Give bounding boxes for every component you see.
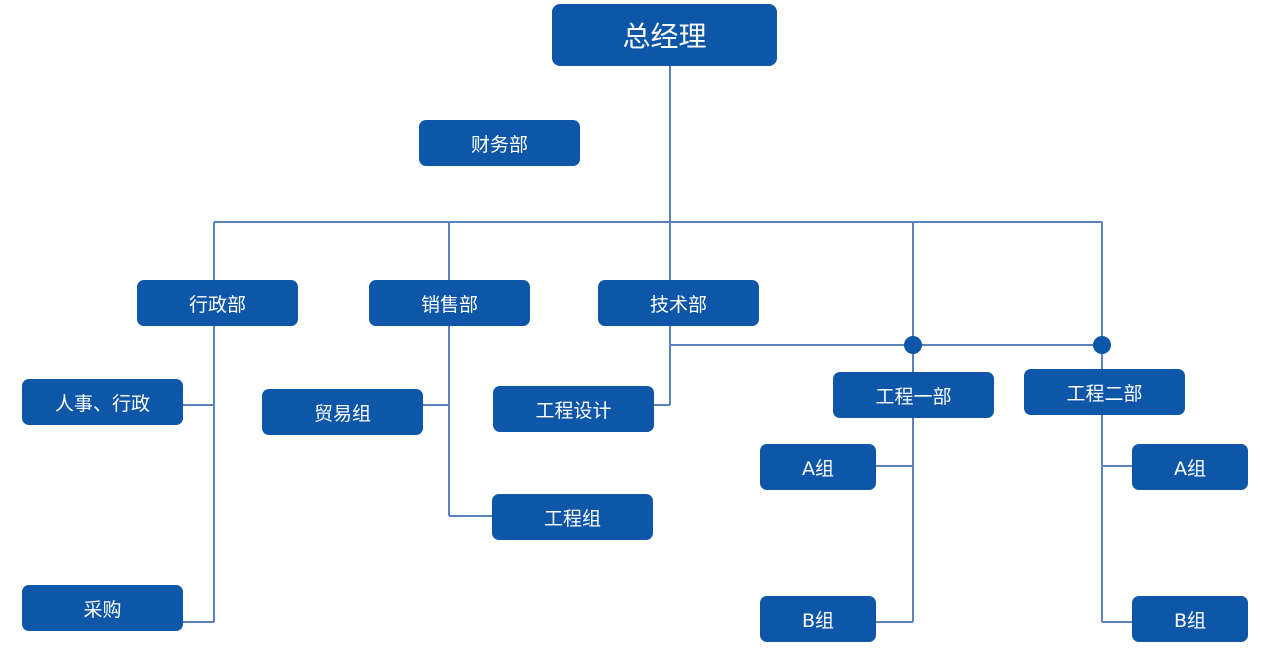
node-hr-admin: 人事、行政 — [22, 379, 183, 425]
node-dept2-group-b: B组 — [1132, 596, 1248, 642]
node-dept1-group-a: A组 — [760, 444, 876, 490]
node-sales: 销售部 — [369, 280, 530, 326]
junction-dot — [1093, 336, 1111, 354]
node-eng-design: 工程设计 — [493, 386, 654, 432]
node-purchase: 采购 — [22, 585, 183, 631]
node-dept2-group-a: A组 — [1132, 444, 1248, 490]
node-trade-group: 贸易组 — [262, 389, 423, 435]
node-eng-dept2: 工程二部 — [1024, 369, 1185, 415]
node-finance: 财务部 — [419, 120, 580, 166]
junction-dot — [904, 336, 922, 354]
node-ceo: 总经理 — [552, 4, 777, 66]
node-eng-dept1: 工程一部 — [833, 372, 994, 418]
node-eng-group: 工程组 — [492, 494, 653, 540]
node-dept1-group-b: B组 — [760, 596, 876, 642]
node-tech: 技术部 — [598, 280, 759, 326]
node-admin: 行政部 — [137, 280, 298, 326]
